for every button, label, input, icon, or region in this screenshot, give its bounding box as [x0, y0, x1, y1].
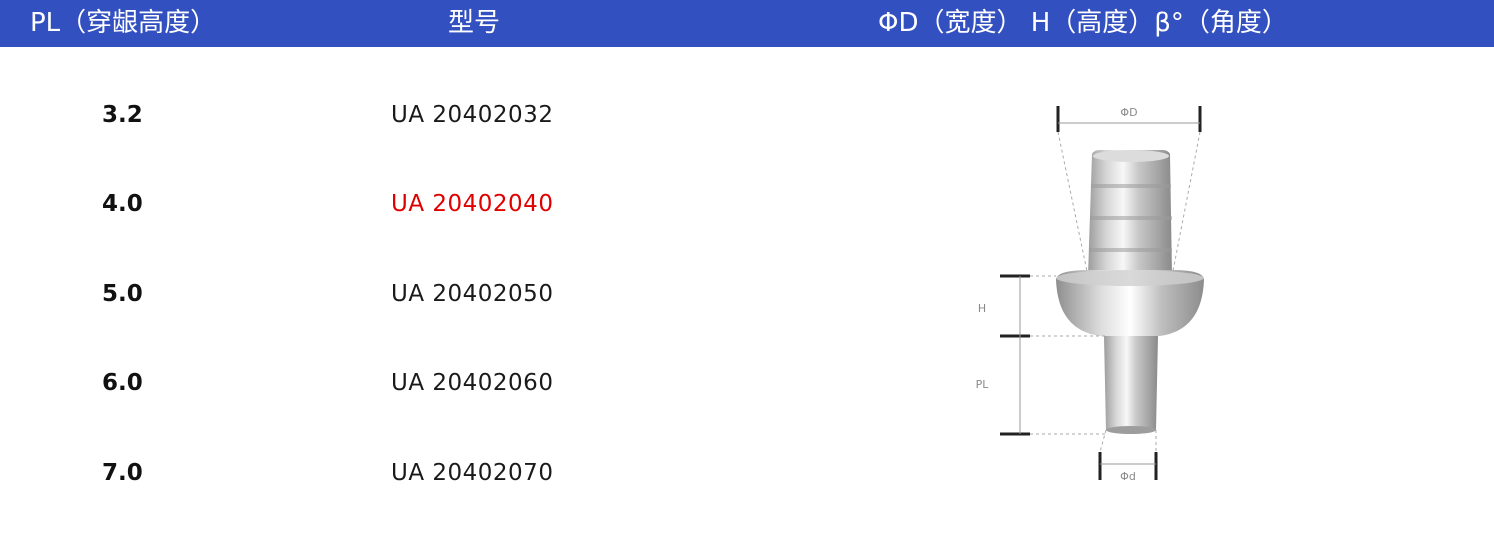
label-top-diameter: ΦD: [1120, 106, 1137, 119]
pl-value: 5.0: [102, 281, 143, 307]
table-row: 7.0 UA 20402070: [0, 453, 700, 493]
pl-value: 3.2: [102, 102, 143, 128]
table-row: 4.0 UA 20402040: [0, 184, 700, 224]
abutment-diagram: ΦD H PL Φd: [960, 90, 1240, 490]
model-number: UA 20402060: [391, 370, 554, 396]
table-header: PL（穿龈高度） 型号 ΦD（宽度） H（高度）β°（角度）: [0, 0, 1494, 47]
header-model: 型号: [448, 8, 501, 38]
header-dimensions: ΦD（宽度） H（高度）β°（角度）: [878, 8, 1288, 38]
table-row: 6.0 UA 20402060: [0, 363, 700, 403]
table-row: 3.2 UA 20402032: [0, 95, 700, 135]
header-pl: PL（穿龈高度）: [30, 8, 217, 38]
pl-value: 4.0: [102, 191, 143, 217]
label-height: H: [978, 302, 986, 315]
model-number: UA 20402070: [391, 460, 554, 486]
model-number: UA 20402032: [391, 102, 554, 128]
pl-value: 7.0: [102, 460, 143, 486]
model-number-highlighted: UA 20402040: [391, 191, 554, 217]
abutment-drawing: ΦD H PL Φd: [976, 106, 1204, 483]
label-pl: PL: [976, 378, 990, 391]
label-bottom-diameter: Φd: [1120, 470, 1136, 483]
product-list: 3.2 UA 20402032 4.0 UA 20402040 5.0 UA 2…: [0, 47, 700, 547]
table-row: 5.0 UA 20402050: [0, 274, 700, 314]
pl-value: 6.0: [102, 370, 143, 396]
model-number: UA 20402050: [391, 281, 554, 307]
